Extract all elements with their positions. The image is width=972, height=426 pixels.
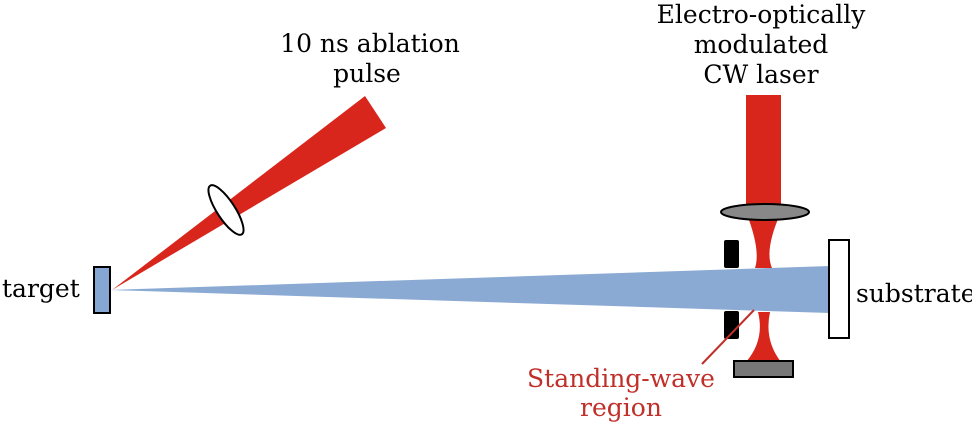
retro-mirror [733,360,794,378]
ablation-laser-beam [112,96,386,290]
cw-laser-beam-focus [746,212,781,268]
target-block [93,266,111,314]
substrate-label: substrate [856,279,972,308]
target-label: target [2,274,80,303]
ablation-label-line2: pulse [333,59,401,88]
aperture-top [724,240,739,268]
ablation-plume [110,266,830,313]
cw-laser-beam-top [746,95,781,212]
standing-wave-label-line2: region [580,393,662,422]
cw-focusing-lens [720,203,810,221]
standing-wave-label-line1: Standing-wave [527,364,715,393]
aperture-bottom [724,311,739,339]
cw-label-line2: modulated [694,30,829,59]
cw-label-line3: CW laser [703,60,818,89]
ablation-label-line1: 10 ns ablation [280,29,460,58]
standing-wave-pointer [701,309,755,365]
cw-laser-beam-lower [746,312,781,362]
cw-label-line1: Electro-optically [657,0,867,29]
substrate-plate [828,239,850,339]
ablation-lens [207,184,245,236]
